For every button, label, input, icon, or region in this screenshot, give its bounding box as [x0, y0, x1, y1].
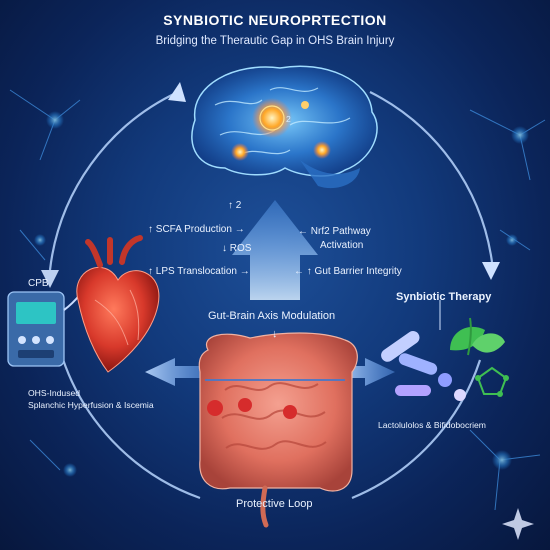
- effect-nrf2-line2: Activation: [320, 240, 364, 251]
- protective-loop-ring: [48, 91, 494, 500]
- cpb-caption-line1: OHS-Indused: [28, 388, 81, 398]
- cpb-machine: [7, 284, 91, 367]
- effect-ros: ↓ ROS: [222, 243, 252, 254]
- loop-label: Protective Loop: [236, 498, 313, 510]
- axis-label: Gut-Brain Axis Modulation: [208, 310, 336, 322]
- brain-illustration: [191, 65, 378, 189]
- axis-down-arrow: ↓: [272, 328, 278, 340]
- background-neurons: [9, 89, 546, 511]
- diagram-title: SYNBIOTIC NEUROPRTECTION: [163, 12, 387, 28]
- brain-small-label: 2: [286, 114, 291, 124]
- probiotic-cluster: [381, 300, 509, 401]
- diagram-subtitle: Bridging the Therautic Gap in OHS Brain …: [155, 35, 395, 47]
- sparkle-icon: [502, 508, 534, 540]
- effect-lps: ↑ LPS Translocation →: [148, 266, 250, 277]
- central-up-arrow: [232, 200, 318, 300]
- effect-gut-barrier: ← ↑ Gut Barrier Integrity: [294, 266, 402, 277]
- therapy-title: Synbiotic Therapy: [396, 291, 492, 303]
- effect-scfa: ↑ SCFA Production →: [148, 224, 245, 235]
- loop-arrow-right: [482, 262, 500, 280]
- therapy-strains: Lactolulolos & Bifidobocriem: [378, 420, 486, 430]
- effect-nrf2-line1: ← Nrf2 Pathway: [298, 226, 371, 237]
- left-arrow-to-gut: [145, 358, 212, 386]
- effect-up-marker: ↑ 2: [228, 200, 242, 211]
- cpb-caption-line2: Splanchic Hyperfusion & Iscemia: [28, 400, 154, 410]
- cpb-label: CPB: [28, 278, 49, 289]
- heart-illustration: [76, 235, 160, 373]
- intestine-illustration: [198, 332, 358, 528]
- right-arrow-from-gut: [340, 358, 395, 386]
- loop-arrow-top-left: [168, 82, 186, 102]
- loop-arrow-left: [41, 270, 59, 288]
